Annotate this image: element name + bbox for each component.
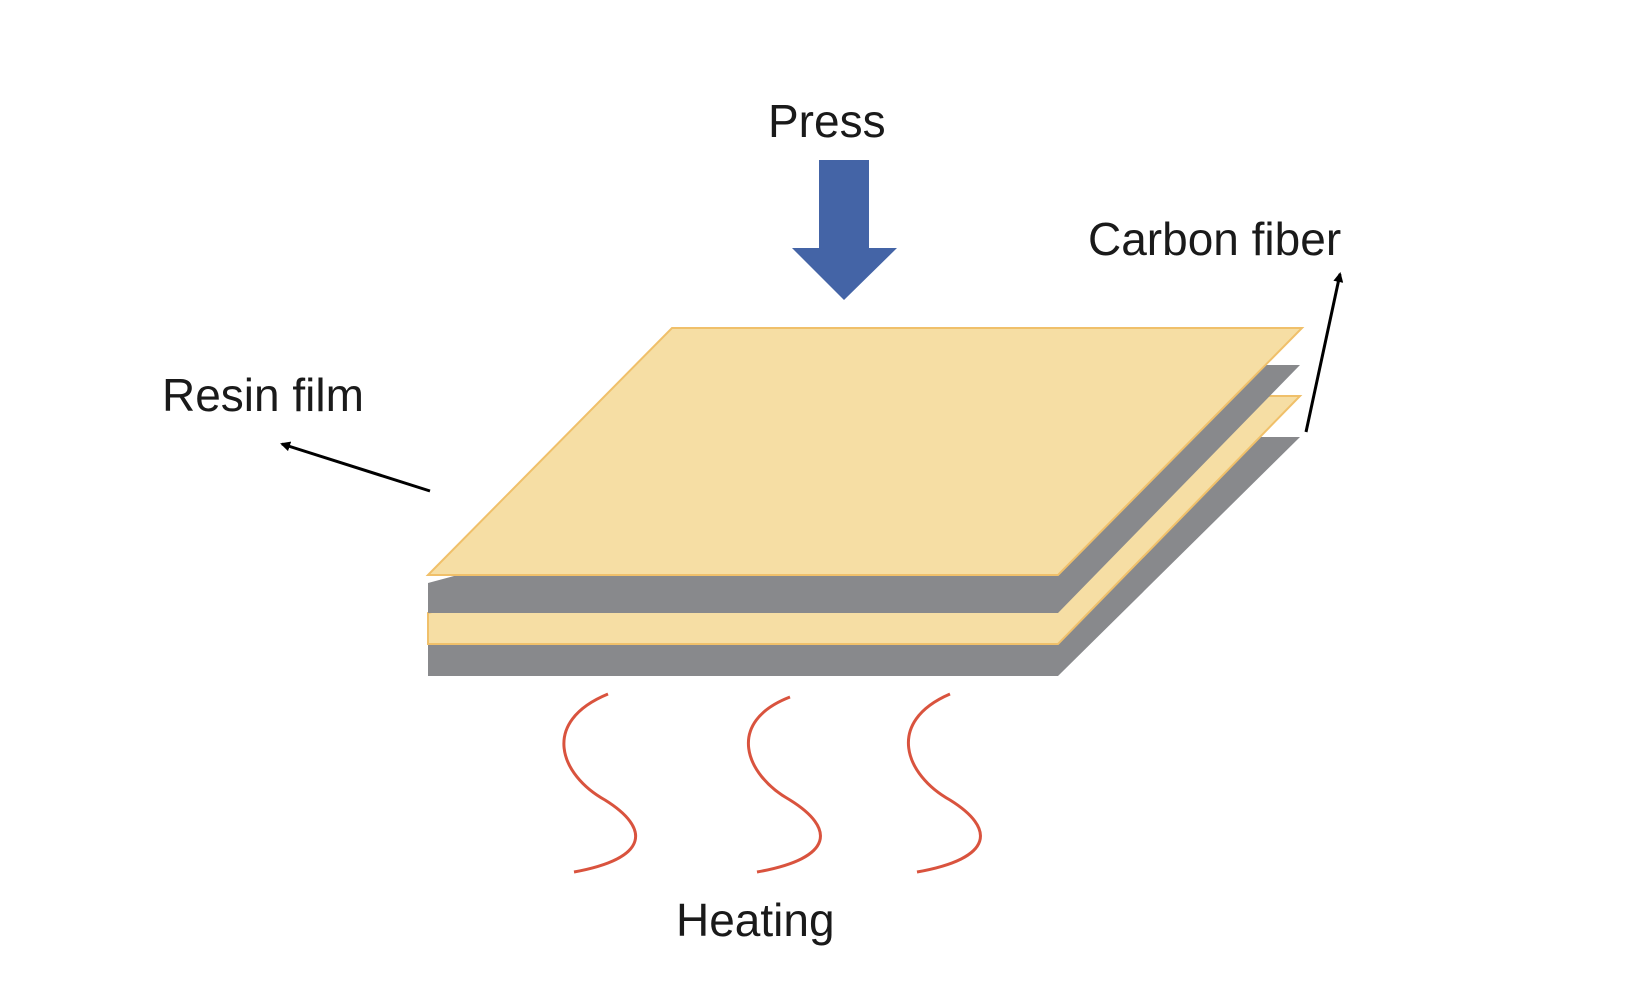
- resin-film-label: Resin film: [162, 369, 364, 421]
- resin-film-layer-top: [425, 327, 1305, 576]
- heat-wave-icon: [907, 692, 982, 874]
- carbon-fiber-label: Carbon fiber: [1088, 213, 1342, 265]
- press-label: Press: [768, 95, 886, 147]
- heating-label: Heating: [676, 894, 835, 946]
- carbon-fiber-pointer-arrow: [1304, 272, 1344, 433]
- resin-film-pointer-arrow: [280, 441, 431, 493]
- press-arrow-icon: [792, 160, 897, 300]
- heat-wave-icon: [747, 695, 822, 874]
- heat-wave-icon: [562, 692, 638, 874]
